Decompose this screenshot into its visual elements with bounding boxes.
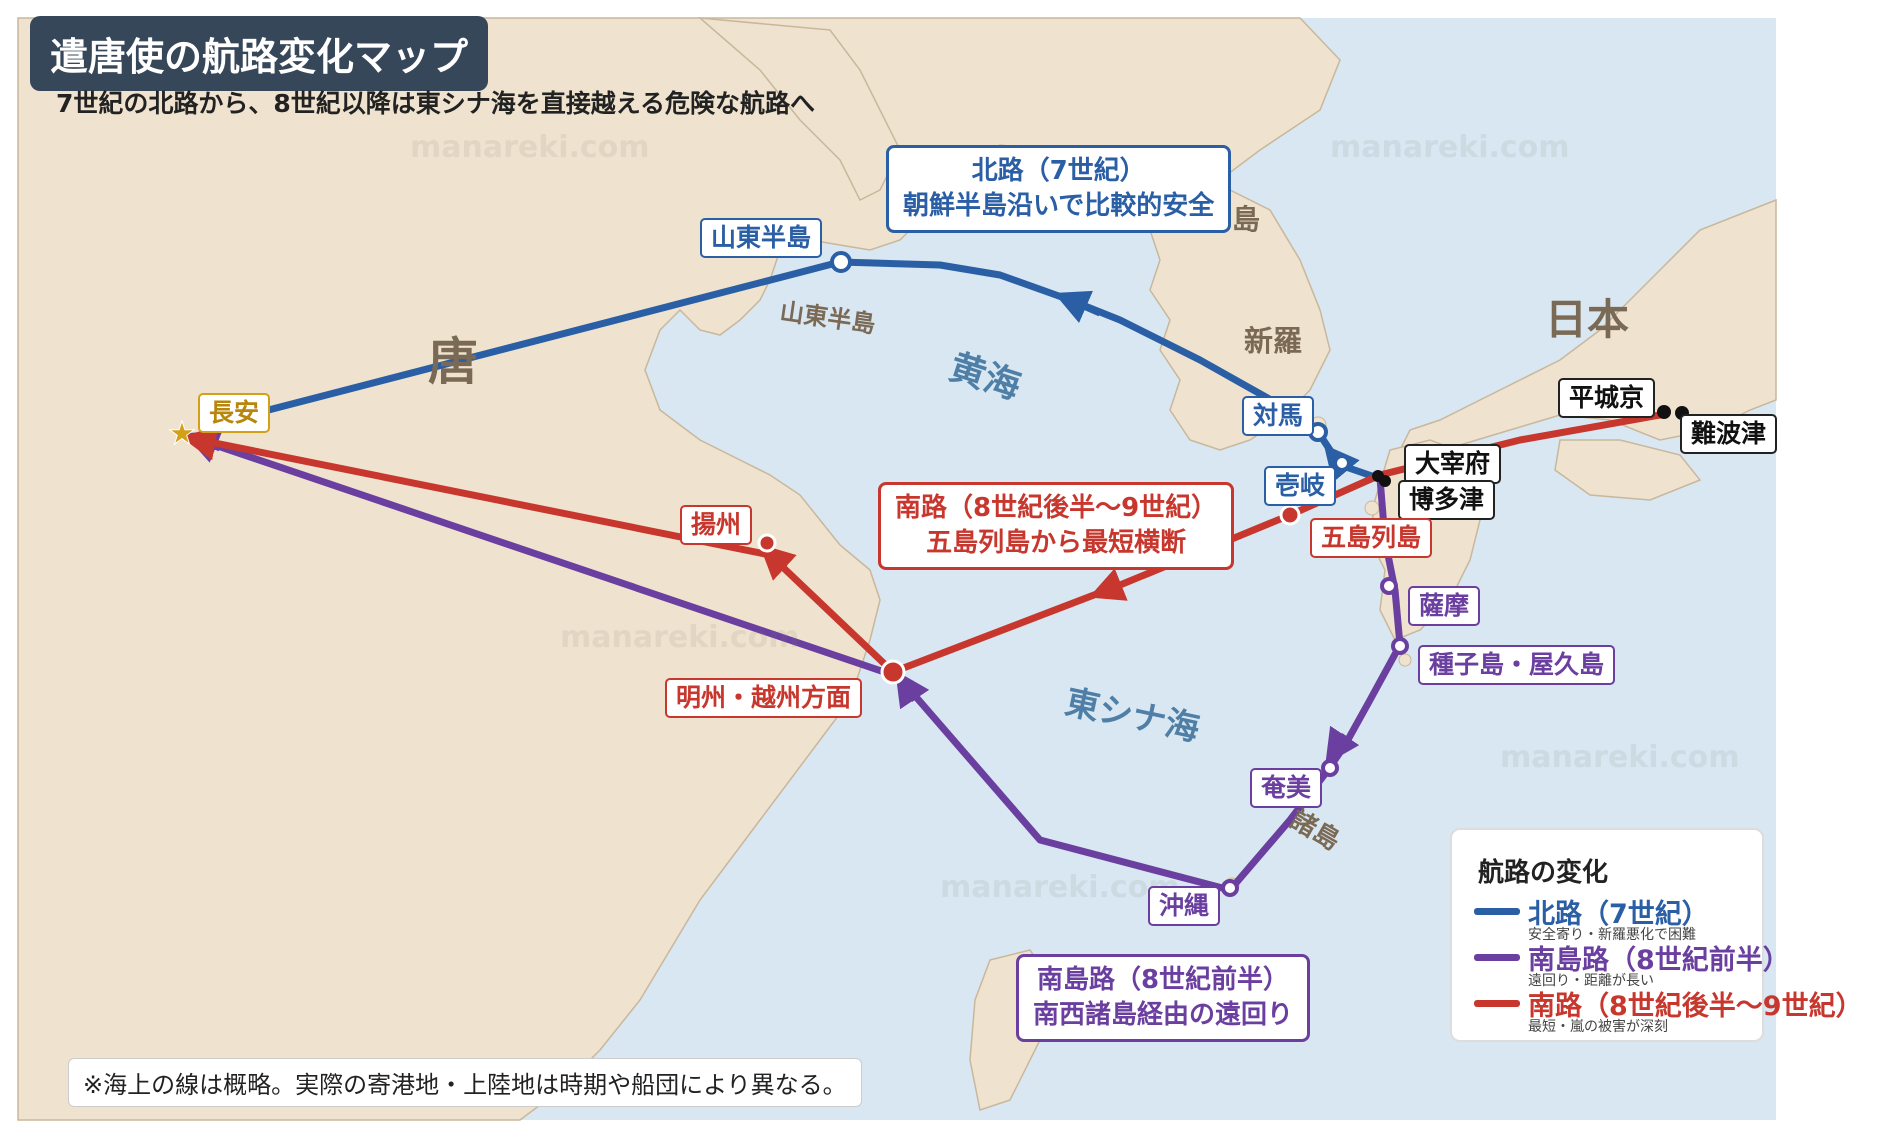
label-amami: 奄美 xyxy=(1250,768,1323,808)
callout-north-line1: 北路（7世紀） xyxy=(971,156,1146,186)
south-arrow-2 xyxy=(759,544,797,581)
label-mingzhou: 明州・越州方面 xyxy=(665,678,863,718)
region-korea-partial: 島 xyxy=(1232,203,1261,236)
watermark: manareki.com xyxy=(560,620,800,655)
liaodong-land xyxy=(697,17,901,202)
page-subtitle: 7世紀の北路から、8世紀以降は東シナ海を直接越える危険な航路へ xyxy=(56,89,816,118)
legend-swatch-south-island xyxy=(1474,954,1520,961)
callout-south-island-line2: 南西諸島経由の遠回り xyxy=(1033,1000,1294,1031)
legend-name-north: 北路（7世紀） xyxy=(1528,899,1709,930)
goto-island xyxy=(1364,500,1380,516)
region-japan: 日本 xyxy=(1545,295,1630,344)
callout-south-island: 南島路（8世紀前半） 南西諸島経由の遠回り xyxy=(1016,954,1311,1043)
watermark: manareki.com xyxy=(1500,740,1740,775)
label-tsushima: 対馬 xyxy=(1242,396,1315,436)
tanegashima-island xyxy=(1398,653,1412,667)
region-tang: 唐 xyxy=(428,333,478,391)
legend-name-south: 南路（8世紀後半〜9世紀） xyxy=(1528,991,1863,1022)
node-goto xyxy=(1279,504,1301,526)
node-heijo xyxy=(1657,405,1671,419)
node-shandong xyxy=(830,251,852,273)
label-dazaifu: 大宰府 xyxy=(1404,444,1502,484)
callout-south: 南路（8世紀後半〜9世紀） 五島列島から最短横断 xyxy=(878,482,1235,571)
south-arrow-3 xyxy=(180,425,219,461)
node-tanegashima xyxy=(1391,637,1409,655)
legend-desc-south-island: 遠回り・距離が長い xyxy=(1528,973,1654,989)
legend-name-south-island: 南島路（8世紀前半） xyxy=(1528,945,1790,976)
legend-swatch-south xyxy=(1474,1000,1520,1007)
label-iki: 壱岐 xyxy=(1264,466,1337,506)
legend-desc-north: 安全寄り・新羅悪化で困難 xyxy=(1528,927,1696,943)
legend: 航路の変化 北路（7世紀） 安全寄り・新羅悪化で困難 南島路（8世紀前半） 遠回… xyxy=(1450,828,1863,1042)
label-yangzhou: 揚州 xyxy=(680,505,753,545)
north-arrow-1 xyxy=(1053,290,1102,324)
label-satsuma: 薩摩 xyxy=(1408,586,1481,626)
footnote: ※海上の線は概略。実際の寄港地・上陸地は時期や船団により異なる。 xyxy=(68,1058,862,1107)
label-goto: 五島列島 xyxy=(1310,518,1433,558)
legend-title: 航路の変化 xyxy=(1478,858,1609,888)
label-changan: 長安 xyxy=(198,393,271,433)
star-icon: ★ xyxy=(168,414,197,452)
korea-land xyxy=(1149,189,1331,451)
label-tanegashima: 種子島・屋久島 xyxy=(1418,645,1616,685)
node-okinawa xyxy=(1221,879,1239,897)
legend-desc-south: 最短・嵐の被害が深刻 xyxy=(1528,1019,1668,1035)
shikoku-land xyxy=(1554,439,1702,501)
node-hakata xyxy=(1379,475,1391,487)
page-title: 遣唐使の航路変化マップ xyxy=(30,16,489,91)
legend-swatch-north xyxy=(1474,908,1520,915)
label-shandong: 山東半島 xyxy=(700,218,823,258)
callout-north-line2: 朝鮮半島沿いで比較的安全 xyxy=(903,191,1215,222)
south-island-arrow-2 xyxy=(895,670,930,710)
watermark: manareki.com xyxy=(410,130,650,165)
callout-south-line2: 五島列島から最短横断 xyxy=(926,528,1187,559)
callout-south-island-line1: 南島路（8世紀前半） xyxy=(1036,965,1290,995)
node-yangzhou xyxy=(757,533,777,553)
label-hakata: 博多津 xyxy=(1398,480,1496,520)
label-okinawa: 沖縄 xyxy=(1148,886,1221,926)
south-island-arrow-1 xyxy=(1325,725,1360,765)
label-heijo: 平城京 xyxy=(1558,378,1656,418)
node-satsuma xyxy=(1380,577,1398,595)
callout-north: 北路（7世紀） 朝鮮半島沿いで比較的安全 xyxy=(886,145,1232,234)
label-naniwa: 難波津 xyxy=(1680,414,1778,454)
watermark: manareki.com xyxy=(1330,130,1570,165)
node-amami xyxy=(1321,759,1339,777)
node-mingzhou xyxy=(880,659,906,685)
south-arrow-1 xyxy=(1088,568,1128,601)
watermark: manareki.com xyxy=(940,870,1180,905)
region-silla: 新羅 xyxy=(1244,324,1303,358)
callout-south-line1: 南路（8世紀後半〜9世紀） xyxy=(895,493,1218,523)
node-iki xyxy=(1333,454,1351,472)
